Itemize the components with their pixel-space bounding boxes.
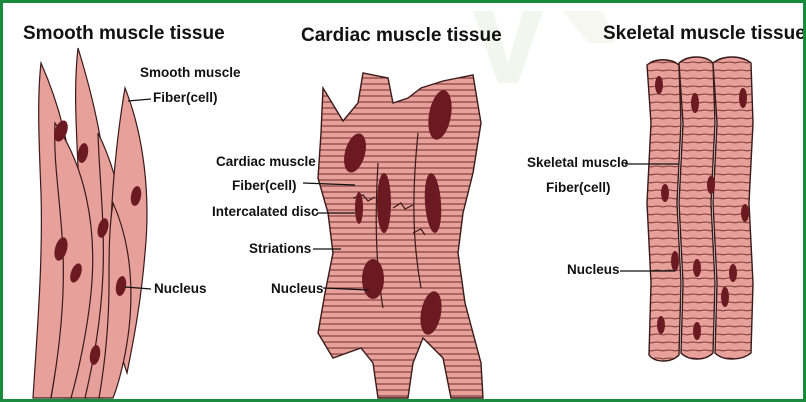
- skeletal-nucleus: [691, 93, 699, 113]
- skeletal-nucleus: [655, 76, 663, 94]
- skeletal-nucleus: [721, 287, 729, 307]
- skeletal-nucleus-label: Nucleus: [567, 262, 620, 278]
- skeletal-muscle-fiber: [647, 60, 681, 361]
- skeletal-fiber-label-line2: Fiber(cell): [546, 180, 611, 196]
- skeletal-nucleus: [671, 251, 679, 271]
- skeletal-nucleus: [707, 176, 715, 194]
- skeletal-fiber-label-line1: Skeletal muscle: [527, 155, 628, 171]
- skeletal-nucleus: [739, 88, 747, 108]
- skeletal-nucleus: [657, 316, 665, 334]
- skeletal-nucleus: [693, 259, 701, 277]
- skeletal-nucleus: [729, 264, 737, 282]
- skeletal-nucleus: [693, 322, 701, 340]
- skeletal-nucleus: [741, 204, 749, 222]
- skeletal-muscle-illustration: [3, 3, 806, 402]
- skeletal-nucleus: [661, 184, 669, 202]
